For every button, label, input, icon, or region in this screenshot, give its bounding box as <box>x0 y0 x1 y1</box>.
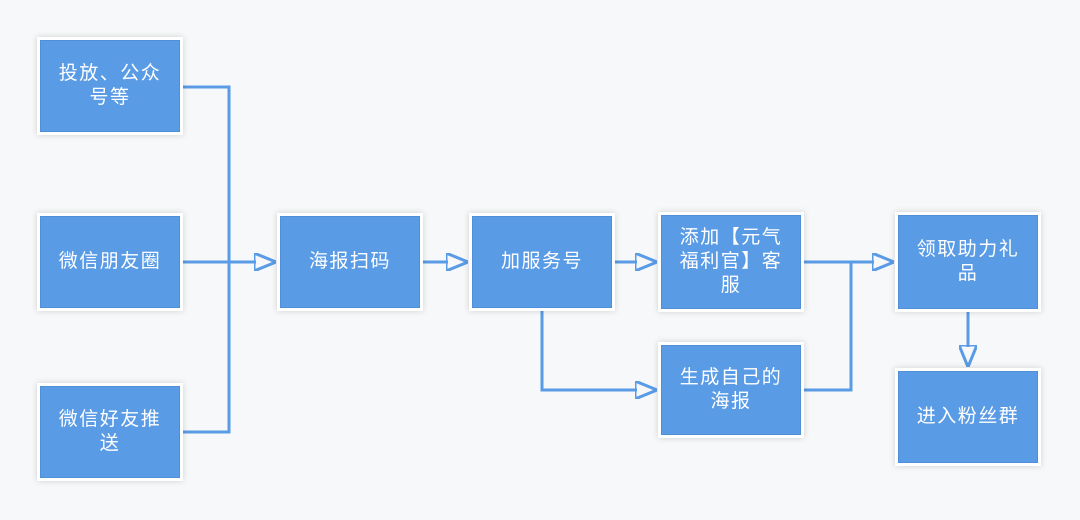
node-join-fan-group[interactable]: 进入粉丝群 <box>895 368 1041 466</box>
node-label: 领取助力礼品 <box>916 239 1020 284</box>
node-label: 微信朋友圈 <box>58 251 162 272</box>
node-follow-service-account[interactable]: 加服务号 <box>469 213 615 311</box>
node-channels-ads[interactable]: 投放、公众号等 <box>37 37 183 135</box>
node-label: 投放、公众号等 <box>58 63 162 108</box>
node-wechat-friend-push[interactable]: 微信好友推送 <box>37 383 183 481</box>
connector-generate-to-claim <box>804 262 853 392</box>
node-label: 微信好友推送 <box>58 409 162 454</box>
node-add-customer-service[interactable]: 添加【元气福利官】客服 <box>658 212 804 312</box>
node-label: 海报扫码 <box>308 251 391 272</box>
node-label: 生成自己的海报 <box>679 367 783 412</box>
node-wechat-moments[interactable]: 微信朋友圈 <box>37 213 183 311</box>
node-poster-scan[interactable]: 海报扫码 <box>277 213 423 311</box>
node-label: 添加【元气福利官】客服 <box>679 227 783 296</box>
node-claim-boost-gift[interactable]: 领取助力礼品 <box>895 212 1041 312</box>
connector-service-to-generate <box>540 311 637 390</box>
node-generate-own-poster[interactable]: 生成自己的海报 <box>658 342 804 438</box>
connector-rail-left <box>182 85 231 434</box>
node-label: 加服务号 <box>500 251 583 272</box>
node-label: 进入粉丝群 <box>916 406 1020 427</box>
